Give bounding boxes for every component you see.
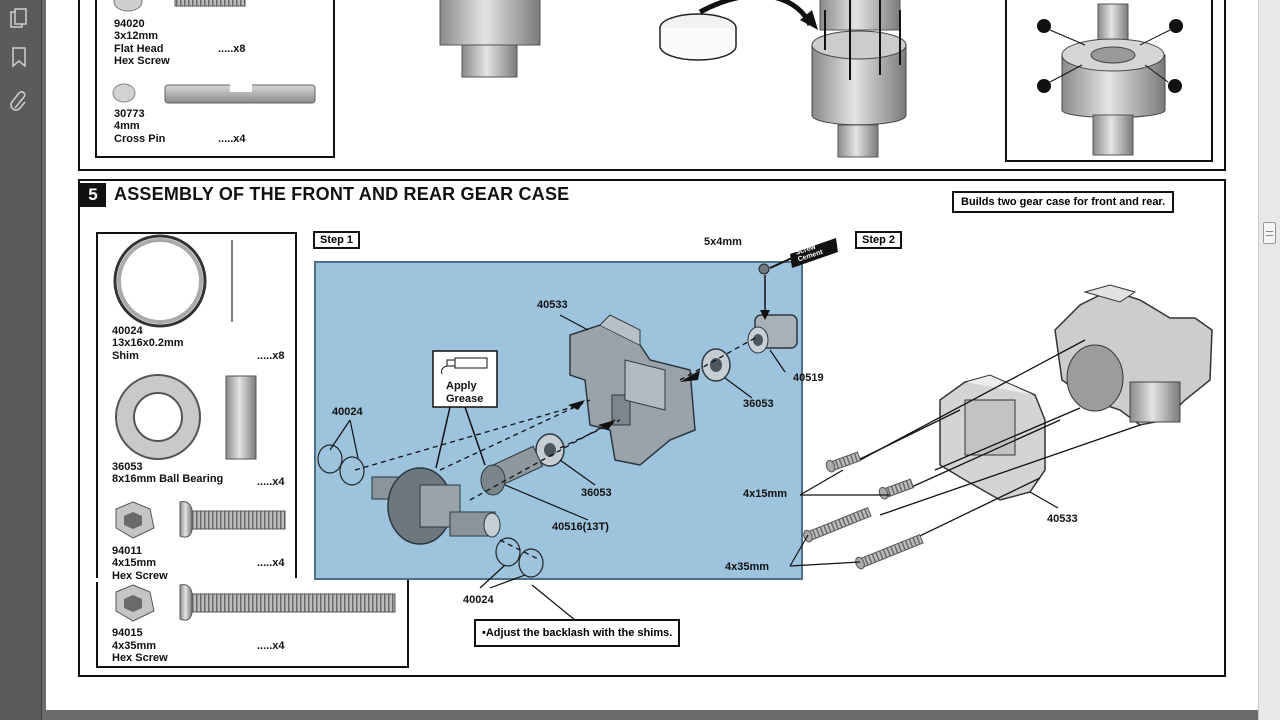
- callout-grease: Grease: [446, 393, 484, 405]
- diff-oil-label: Diff. Oil: [679, 22, 715, 33]
- part-code: 94015: [112, 627, 143, 639]
- marker-number: 4: [1040, 79, 1046, 89]
- navigation-panel: [0, 0, 42, 720]
- part-size: 3x12mm: [114, 30, 159, 42]
- callout-set-screw: 5x4mm: [704, 236, 742, 248]
- step-1-label: Step 1: [313, 231, 361, 249]
- part-size: 8x16mm Ball Bearing: [112, 473, 224, 485]
- part-name: Shim: [112, 350, 139, 362]
- pages-icon[interactable]: [8, 8, 30, 30]
- part-size: 4x15mm: [112, 557, 157, 569]
- section-number: 5: [80, 183, 106, 207]
- vertical-scrollbar[interactable]: [1258, 0, 1280, 720]
- box-joiner: [96, 578, 297, 582]
- part-code: 30773: [114, 108, 145, 120]
- part-name: Hex Screw: [114, 55, 170, 67]
- callout-gear-case-step2: 40533: [1047, 513, 1078, 525]
- part-size: 13x16x0.2mm: [112, 337, 184, 349]
- marker-number: 3: [1172, 19, 1178, 29]
- part-code: 94011: [112, 545, 142, 557]
- callout-long-screw: 4x35mm: [725, 561, 770, 573]
- part-quantity: .....x4: [257, 476, 285, 488]
- section-note: Builds two gear case for front and rear.: [952, 191, 1175, 213]
- step-2-label: Step 2: [855, 231, 903, 249]
- part-quantity: .....x4: [218, 133, 246, 145]
- part-quantity: .....x8: [218, 43, 246, 55]
- callout-gear-case: 40533: [537, 299, 568, 311]
- part-code: 94020: [114, 18, 145, 30]
- callout-short-screw: 4x15mm: [743, 488, 788, 500]
- part-code: 40024: [112, 325, 143, 337]
- backlash-note: •Adjust the backlash with the shims.: [474, 619, 681, 647]
- callout-shim-bottom: 40024: [463, 594, 494, 606]
- part-name: Hex Screw: [112, 652, 168, 664]
- part-name: Hex Screw: [112, 570, 168, 582]
- scrollbar-thumb[interactable]: [1263, 222, 1276, 244]
- section-title: ASSEMBLY OF THE FRONT AND REAR GEAR CASE: [114, 184, 570, 204]
- part-quantity: .....x4: [257, 640, 285, 652]
- callout-bearing-top: 36053: [743, 398, 774, 410]
- callout-bearing-bottom: 36053: [581, 487, 612, 499]
- bookmark-icon[interactable]: [8, 46, 30, 68]
- callout-apply: Apply: [446, 380, 477, 392]
- top-parts-box: [95, 0, 335, 158]
- top-detail-box: [1005, 0, 1213, 162]
- part-code: 36053: [112, 461, 143, 473]
- callout-outdrive: 40519: [793, 372, 824, 384]
- part-name: Cross Pin: [114, 133, 166, 145]
- attachment-icon[interactable]: [8, 90, 30, 112]
- part-quantity: .....x4: [257, 557, 285, 569]
- part-name: Flat Head: [114, 43, 164, 55]
- marker-number: 1: [1040, 19, 1046, 29]
- part-quantity: .....x8: [257, 350, 285, 362]
- marker-number: 2: [1171, 79, 1177, 89]
- callout-pinion: 40516(13T): [552, 521, 609, 533]
- part-size: 4mm: [114, 120, 140, 132]
- callout-shim-top: 40024: [332, 406, 363, 418]
- page-gap: [46, 710, 1258, 720]
- part-size: 4x35mm: [112, 640, 157, 652]
- parts-list-box: [96, 232, 297, 580]
